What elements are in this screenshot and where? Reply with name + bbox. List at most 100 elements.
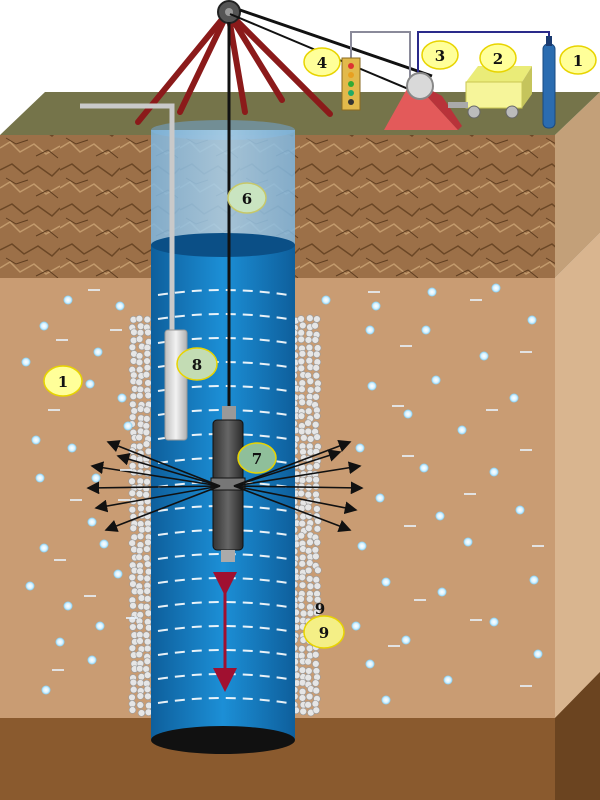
gravel-pebble (313, 350, 321, 358)
gravel-pebble (129, 678, 138, 687)
gravel-pebble (304, 701, 312, 709)
gravel-pebble (305, 356, 313, 365)
gravel-pebble (312, 686, 320, 695)
gravel-pebble (312, 576, 320, 584)
gravel-pebble (143, 406, 151, 414)
pore-bubble (527, 315, 537, 325)
gravel-pebble (142, 370, 151, 379)
svg-text:9: 9 (315, 600, 325, 618)
emission-arrow (233, 485, 358, 515)
gravel-pebble (313, 505, 321, 513)
gravel-pebble (298, 350, 307, 358)
pore-bubble (529, 575, 539, 585)
gravel-pebble (312, 462, 321, 470)
gravel-pebble (312, 706, 320, 714)
pore-bubble (491, 283, 501, 293)
emission-arrow (233, 461, 362, 487)
gravel-pebble (137, 504, 145, 513)
gravel-pebble (297, 602, 306, 610)
gravel-pebble (135, 358, 144, 367)
emission-arrow (86, 481, 221, 495)
gravel-pebble (298, 385, 306, 393)
pore-bubble (365, 659, 375, 669)
gravel-pebble (298, 645, 306, 653)
gravel-pebble (306, 609, 315, 617)
gravel-pebble (304, 673, 312, 682)
pore-bubble (113, 569, 123, 579)
gravel-pebble (135, 315, 144, 323)
pore-bubble (419, 463, 429, 473)
gravel-pebble (299, 609, 308, 618)
gravel-pebble (129, 392, 138, 401)
pore-bubble (489, 467, 499, 477)
gravel-pebble (143, 587, 151, 595)
gravel-pebble (313, 344, 322, 352)
gravel-pebble (298, 666, 307, 674)
gravel-pebble (299, 448, 307, 456)
gravel-pebble (136, 532, 145, 541)
gravel-pebble (298, 581, 307, 589)
gravel-pebble (142, 484, 150, 493)
pore-bubble (21, 357, 31, 367)
gravel-pebble (311, 336, 320, 344)
gravel-pebble (137, 673, 146, 681)
svg-text:9: 9 (319, 624, 329, 642)
svg-text:1: 1 (58, 373, 68, 391)
gravel-pebble (143, 478, 151, 486)
gravel-pebble (142, 603, 151, 611)
wiring (350, 31, 411, 90)
pore-bubble (403, 409, 413, 419)
gravel-pebble (136, 392, 144, 400)
pore-bubble (93, 347, 103, 357)
gravel-pebble (304, 566, 313, 575)
gravel-pebble (136, 385, 145, 394)
gravel-pebble (305, 329, 314, 338)
gravel-pebble (136, 679, 145, 687)
pore-bubble (87, 655, 97, 665)
gravel-pebble (304, 657, 312, 666)
gravel-pebble (143, 574, 151, 583)
gravel-pebble (304, 419, 312, 427)
gravel-pebble (313, 315, 321, 323)
pore-bubble (85, 379, 95, 389)
gravel-pebble (142, 422, 150, 430)
gravel-pebble (312, 660, 320, 668)
gravel-pebble (142, 554, 151, 562)
gravel-pebble (144, 609, 153, 617)
gravel-pebble (137, 709, 146, 717)
gravel-pebble (298, 553, 307, 562)
pore-bubble (509, 393, 519, 403)
gravel-pebble (136, 637, 144, 645)
gravel-pebble (128, 489, 136, 497)
gravel-pebble (297, 335, 305, 344)
gravel-pebble (135, 490, 144, 498)
gravel-pebble (128, 505, 137, 514)
gravel-pebble (306, 559, 314, 567)
gravel-pebble (298, 573, 306, 582)
gravel-pebble (136, 587, 144, 596)
gravel-pebble (144, 447, 153, 456)
gravel-pebble (144, 538, 152, 547)
gravel-pebble (297, 595, 305, 603)
pore-bubble (381, 695, 391, 705)
gravel-pebble (136, 631, 144, 639)
pore-bubble (25, 581, 35, 591)
gravel-pebble (306, 435, 315, 443)
gravel-pebble (135, 335, 144, 343)
callout-3: 3 (421, 40, 459, 70)
gravel-pebble (128, 462, 137, 470)
emission-arrow (116, 453, 221, 487)
pore-bubble (99, 539, 109, 549)
gravel-pebble (136, 329, 145, 337)
pore-bubble (371, 301, 381, 311)
gravel-pebble (298, 427, 306, 436)
pore-bubble (351, 621, 361, 631)
pore-bubble (479, 351, 489, 361)
gravel-pebble (298, 560, 306, 568)
gravel-pebble (135, 650, 143, 659)
gravel-pebble (144, 692, 152, 700)
gravel-pebble (143, 685, 152, 693)
callout-8: 8 (176, 347, 218, 381)
gravel-pebble (144, 328, 152, 337)
gravel-pebble (299, 321, 307, 330)
